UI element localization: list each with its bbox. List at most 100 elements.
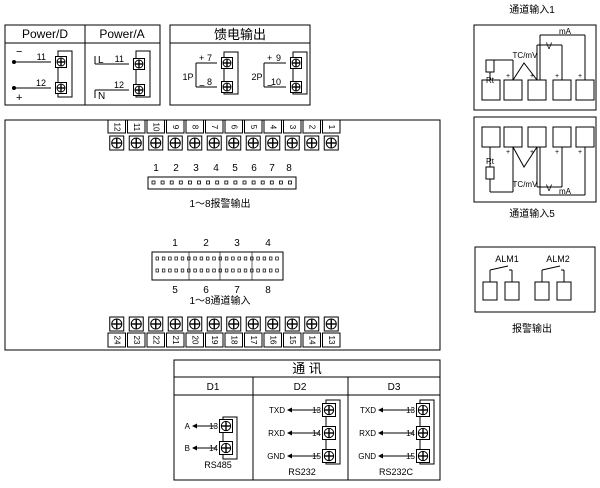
terminal-number: 14 [308, 336, 317, 345]
screw-terminal-icon [148, 316, 164, 332]
alarm-channel-number: 7 [269, 163, 275, 174]
polarity-minus: − [199, 81, 205, 92]
channel-terminal-box [575, 126, 595, 148]
top-terminal-2: 2 [302, 119, 321, 151]
alm2-label: ALM2 [546, 254, 570, 264]
pin-label: GND [358, 452, 376, 461]
top-terminal-12: 12 [107, 119, 126, 151]
top-terminal-5: 5 [244, 119, 263, 151]
terminal-number: 20 [191, 336, 200, 345]
channel-terminal-box [481, 126, 501, 148]
channel-terminal-box [575, 79, 595, 101]
terminal-number: 11 [37, 52, 46, 62]
screw-terminal-icon [284, 135, 300, 151]
feed-group1: 78+− [195, 53, 233, 93]
alarm-channel-number: 4 [213, 163, 219, 174]
terminal-number: 19 [210, 336, 219, 345]
top-terminal-3: 3 [283, 119, 302, 151]
alarm-channel-number: 1 [153, 163, 159, 174]
alarm-output-caption: 1～8报警输出 [189, 197, 250, 210]
top-terminal-10: 10 [146, 119, 165, 151]
alarm-output-block: ALM1 ALM2 报警输出 [474, 246, 596, 335]
polarity-mark: + [506, 149, 510, 156]
feed-group1-plus-terminal: 7 [196, 53, 233, 69]
terminal-number: 8 [191, 125, 200, 130]
channel-number-top: 1 [172, 238, 178, 249]
channel-number-bottom: 6 [203, 285, 209, 296]
channel-terminal-box [481, 79, 501, 101]
terminal-number: 18 [230, 336, 239, 345]
terminal-number: 11 [115, 54, 124, 64]
screw-terminal-icon [265, 316, 281, 332]
arrow-left-icon [192, 445, 197, 451]
milliamp-label: mA [559, 27, 572, 36]
power-a-terminal-11: 11 [95, 54, 145, 70]
screw-terminal-icon [55, 56, 67, 68]
screw-terminal-icon [221, 81, 233, 93]
screw-terminal-icon [206, 316, 222, 332]
terminal-number: 15 [288, 336, 297, 345]
polarity-plus: + [267, 53, 272, 63]
bottom-terminal-16: 16 [263, 316, 282, 348]
terminal-number: 24 [113, 336, 122, 345]
polarity-mark: + [555, 73, 559, 80]
top-terminal-9: 9 [166, 119, 185, 151]
pin-label: GND [267, 452, 285, 461]
bottom-terminal-18: 18 [224, 316, 243, 348]
terminal-number: 12 [36, 78, 46, 88]
screw-terminal-icon [109, 316, 125, 332]
polarity-minus: − [267, 81, 273, 92]
terminal-number: 15 [312, 452, 321, 461]
pin-label: TXD [269, 406, 285, 415]
channel-number-bottom: 7 [234, 285, 240, 296]
thermocouple-icon [512, 62, 538, 81]
polarity-mark: + [578, 149, 582, 156]
screw-terminal-icon [416, 449, 430, 463]
channel-terminal-box [503, 79, 523, 101]
alarm-terminal-box [534, 281, 550, 301]
terminal-number: 5 [249, 125, 258, 130]
alm1-label: ALM1 [495, 254, 519, 264]
polarity-plus: + [16, 92, 22, 104]
polarity-mark: + [530, 149, 534, 156]
bottom-terminal-21: 21 [166, 316, 185, 348]
terminal-number: 2 [308, 125, 317, 130]
terminal-number: 10 [152, 123, 161, 132]
screw-terminal-icon [221, 57, 233, 69]
top-terminal-8: 8 [185, 119, 204, 151]
alarm-channel-number: 8 [286, 163, 292, 174]
comm-title: 通 讯 [292, 361, 322, 376]
channel-number-top: 3 [234, 238, 240, 249]
terminal-number: 4 [269, 125, 278, 130]
terminal-number: 21 [171, 336, 180, 345]
alm1-relay-icon [489, 265, 513, 282]
terminal-number: 6 [230, 125, 239, 130]
tc-mv-label: TC/mV [513, 51, 539, 60]
arrow-left-icon [192, 423, 197, 429]
alarm-channel-number: 6 [251, 163, 257, 174]
bottom-terminal-17: 17 [244, 316, 263, 348]
polarity-mark: + [530, 73, 534, 80]
screw-terminal-icon [290, 57, 302, 69]
channel-input-1-title: 通道输入1 [509, 3, 555, 16]
bottom-terminal-14: 14 [302, 316, 321, 348]
screw-terminal-icon [109, 135, 125, 151]
terminal-number: 7 [207, 53, 212, 63]
terminal-number: 14 [209, 444, 218, 453]
rs485-label: RS485 [204, 460, 232, 470]
screw-terminal-icon [416, 403, 430, 417]
comm-col-d1: D1 [207, 382, 220, 393]
channel-input-5-title: 通道输入5 [509, 207, 555, 220]
terminal-number: 8 [207, 77, 212, 87]
polarity-mark: + [578, 73, 582, 80]
screw-terminal-icon [167, 316, 183, 332]
power-d-block: Power/D 11 12 − + [4, 24, 86, 106]
terminal-number: 3 [288, 125, 297, 130]
polarity-minus: − [16, 46, 22, 58]
power-d-title: Power/D [22, 27, 68, 41]
